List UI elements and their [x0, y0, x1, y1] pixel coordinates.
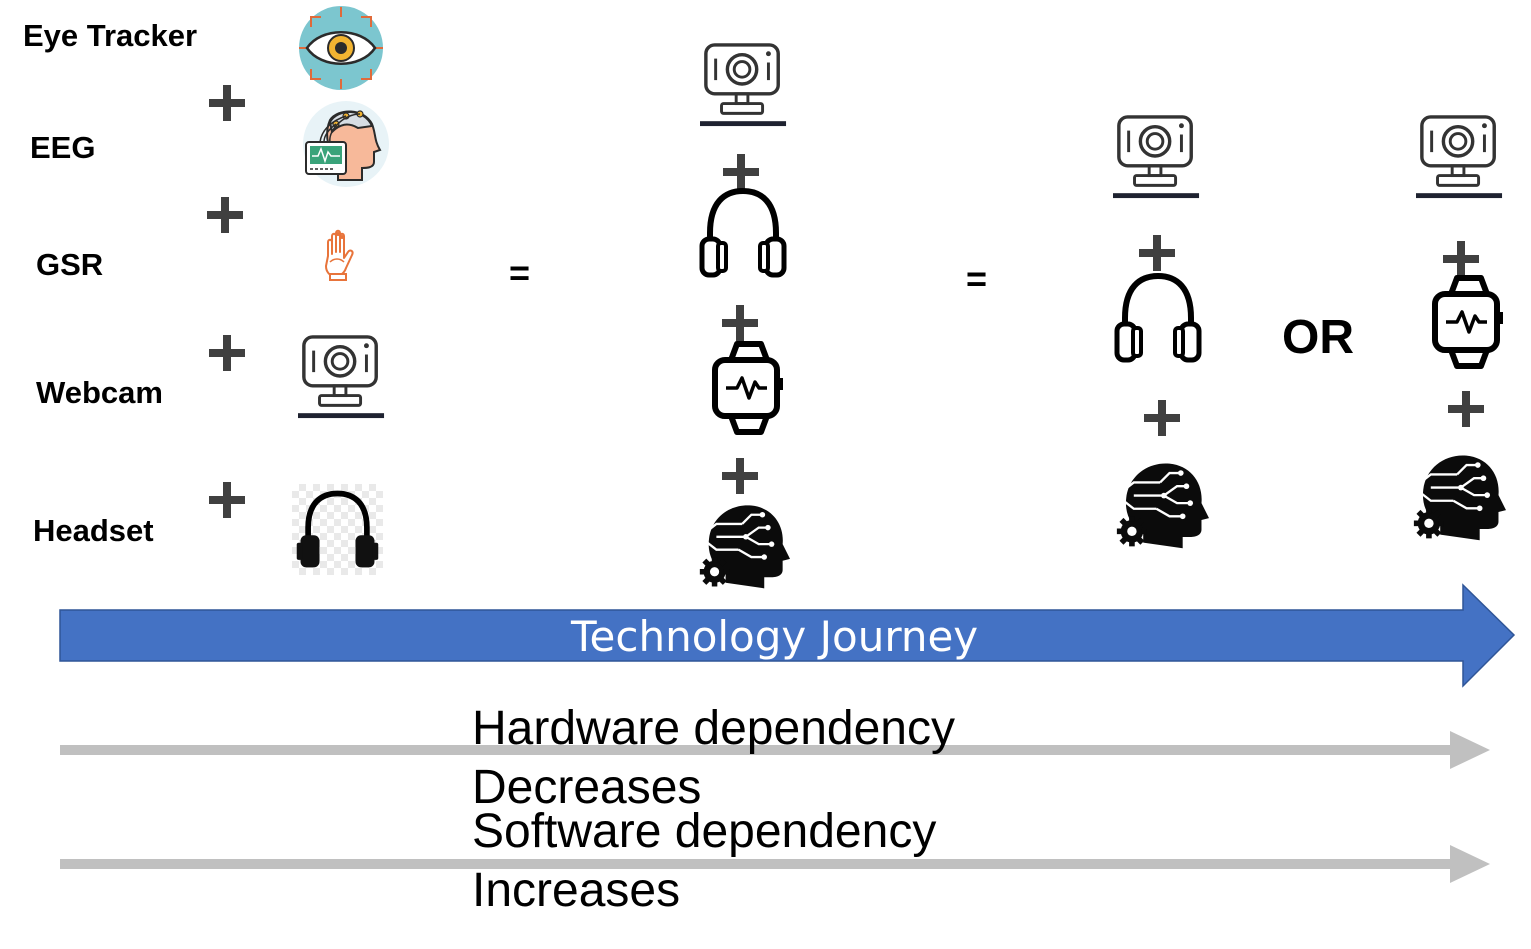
plus-icon	[720, 303, 760, 343]
ai-brain-icon	[694, 500, 794, 592]
ai-brain-icon	[1112, 458, 1212, 552]
software-dependency-label: Software dependency	[472, 805, 937, 858]
hardware-dependency-label: Hardware dependency	[472, 702, 955, 755]
equals-sign: =	[509, 252, 531, 293]
plus-icon	[1142, 398, 1182, 438]
headphones-icon	[1112, 270, 1204, 366]
device-label-headset: Headset	[33, 513, 154, 548]
webcam-icon	[700, 40, 788, 130]
plus-icon	[207, 83, 247, 123]
technology-journey-label: Technology Journey	[571, 612, 979, 661]
plus-icon	[205, 195, 245, 235]
gsr-hand-icon	[325, 229, 354, 281]
device-label-eeg: EEG	[30, 130, 96, 165]
eye-tracker-icon	[299, 6, 383, 90]
device-label-gsr: GSR	[36, 247, 104, 282]
software-dependency-arrow	[60, 845, 1490, 883]
plus-icon	[720, 456, 760, 496]
technology-journey-arrow	[59, 583, 1516, 688]
device-label-webcam: Webcam	[36, 375, 163, 410]
hardware-decreases-label: Decreases	[472, 761, 702, 814]
headset-icon	[292, 484, 383, 575]
webcam-icon	[1113, 112, 1201, 202]
plus-icon	[207, 333, 247, 373]
plus-icon	[1137, 233, 1177, 273]
device-label-eye-tracker: Eye Tracker	[23, 18, 198, 53]
smartwatch-icon	[1429, 272, 1509, 372]
headset-image	[292, 484, 383, 575]
or-label: OR	[1282, 311, 1354, 364]
plus-icon	[1446, 389, 1486, 429]
eeg-icon	[303, 101, 389, 187]
ai-brain-icon	[1409, 450, 1509, 544]
webcam-icon	[1416, 112, 1504, 202]
webcam-icon	[298, 332, 386, 422]
plus-icon	[207, 480, 247, 520]
software-increases-label: Increases	[472, 864, 681, 917]
equals-sign: =	[966, 258, 988, 299]
headphones-icon	[697, 185, 789, 281]
hardware-dependency-arrow	[60, 731, 1490, 769]
smartwatch-icon	[709, 338, 789, 438]
